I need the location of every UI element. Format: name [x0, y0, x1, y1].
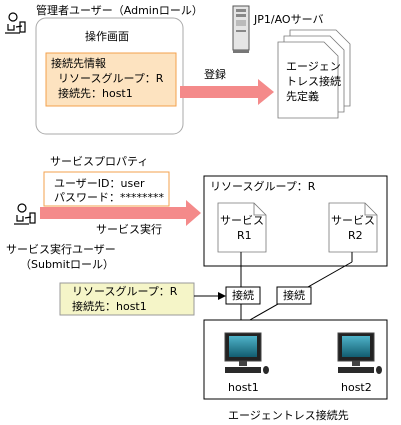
admin-user-icon [5, 12, 26, 34]
connection-info-box [45, 52, 177, 107]
service-r2-line1: サービス [331, 214, 375, 227]
connect-box-2 [276, 286, 312, 305]
resource-group-label: リソースグループ：R [210, 180, 316, 193]
connect-box-1 [225, 286, 261, 305]
service-r2-line2: R2 [348, 229, 363, 242]
admin-user-label: 管理者ユーザー（Adminロール） [36, 4, 203, 17]
executor-user-label: サービス実行ユーザー [6, 243, 116, 256]
setting-to-connect-arrow [194, 292, 226, 300]
register-label: 登録 [204, 68, 226, 81]
operation-screen-title: 操作画面 [85, 30, 129, 43]
connection-setting-resource-group: リソースグループ：R [72, 285, 178, 298]
service-properties-title: サービスプロパティ [50, 155, 149, 168]
service-properties-user-id: ユーザーID：user [54, 177, 145, 190]
connection-info-resource-group: リソースグループ：R [58, 72, 164, 85]
connection-setting-destination: 接続先：host1 [72, 300, 147, 313]
executor-role-label: （Submitロール） [20, 258, 115, 271]
register-arrow [180, 79, 274, 105]
definition-line-1: エージェン [286, 60, 341, 73]
server-name: JP1/AOサーバ [254, 13, 324, 26]
connect-label-1: 接続 [232, 289, 254, 302]
connection-setting-box [59, 282, 195, 316]
service-properties-password: パスワード：******** [54, 191, 164, 204]
host2-computer-icon [337, 332, 382, 374]
executor-user-icon [14, 203, 36, 225]
definition-line-3: 先定義 [286, 90, 319, 103]
definition-document-stack [277, 29, 351, 119]
service-execution-label: サービス実行 [96, 223, 162, 236]
host1-computer-icon [224, 332, 269, 374]
agentless-destination-label: エージェントレス接続先 [228, 409, 349, 422]
connect-label-2: 接続 [283, 289, 305, 302]
service-r1-document [217, 202, 267, 253]
connection-info-destination: 接続先：host1 [58, 87, 133, 100]
connection-info-title: 接続先情報 [51, 57, 106, 70]
service-r2-document [328, 202, 378, 253]
service-r1-line1: サービス [220, 214, 264, 227]
service-execution-arrow [40, 200, 201, 226]
service-properties-box [43, 171, 170, 207]
host2-label: host2 [341, 381, 372, 394]
service-r1-line2: R1 [237, 229, 252, 242]
host1-label: host1 [228, 381, 259, 394]
definition-line-2: トレス接続 [286, 75, 341, 88]
server-icon [232, 5, 250, 53]
